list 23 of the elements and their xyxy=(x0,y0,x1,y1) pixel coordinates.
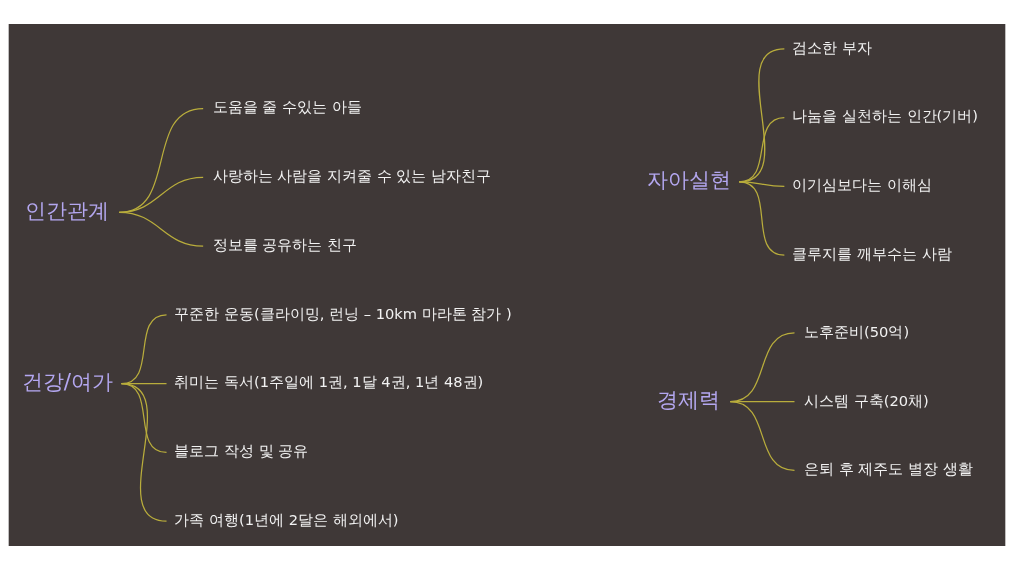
node-text: 건강/여가 xyxy=(21,368,113,394)
node-text: 이기심보다는 이해심 xyxy=(792,176,932,194)
node-text: 은퇴 후 제주도 별장 생활 xyxy=(804,460,973,478)
connector xyxy=(729,401,796,472)
connector xyxy=(120,383,168,454)
node-text: 도움을 줄 수있는 아들 xyxy=(212,98,362,116)
node-text: 클루지를 깨부수는 사람 xyxy=(792,244,952,262)
node-text: 정보를 공유하는 친구 xyxy=(212,235,358,253)
node-text: 노후준비(50억) xyxy=(804,322,910,340)
node-text: 시스템 구축(20채) xyxy=(804,391,929,409)
node-text: 인간관계 xyxy=(25,197,110,223)
node-text: 블로그 작성 및 공유 xyxy=(174,442,309,460)
connector xyxy=(738,181,785,256)
node-text: 경제력 xyxy=(657,386,721,412)
connector xyxy=(118,211,204,247)
node-text: 검소한 부자 xyxy=(792,38,872,56)
node-text: 가족 여행(1년에 2달은 해외에서) xyxy=(174,511,399,529)
connector xyxy=(120,383,168,522)
node-text: 사랑하는 사람을 지켜줄 수 있는 남자친구 xyxy=(212,167,492,185)
node-text: 자아실현 xyxy=(646,167,731,193)
node-text: 나눔을 실천하는 인간(기버) xyxy=(792,107,978,125)
node-text: 취미는 독서(1주일에 1권, 1달 4권, 1년 48권) xyxy=(174,373,484,391)
node-text: 꾸준한 운동(클라이밍, 런닝 – 10km 마라톤 참가 ) xyxy=(174,304,512,322)
